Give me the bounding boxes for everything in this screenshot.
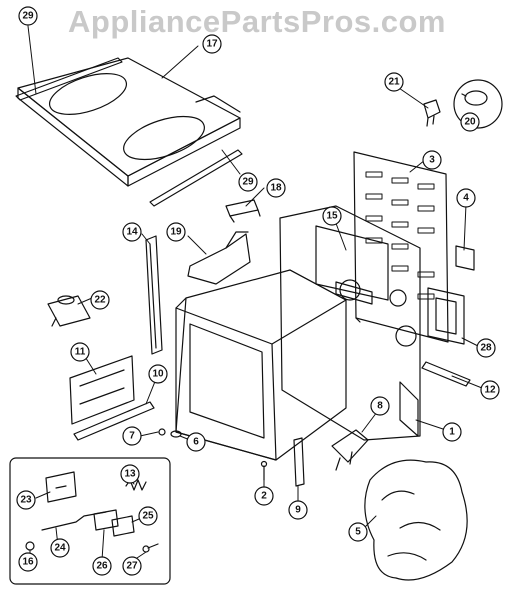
callout-21 (384, 72, 404, 92)
callout-20-label: 20 (464, 117, 476, 128)
part-18-bracket (225, 199, 261, 223)
oven-cavity (175, 269, 347, 461)
part-25-switch (111, 515, 135, 537)
callout-27-label: 27 (126, 561, 138, 572)
part-29-trim-strips (15, 57, 243, 207)
callout-7-label: 7 (129, 431, 135, 442)
callout-19-label: 19 (170, 227, 182, 238)
callout-29-top-label: 29 (22, 11, 34, 22)
part-14-side-trim (145, 235, 163, 355)
part-7-screw (158, 428, 166, 436)
callout-18 (266, 178, 286, 198)
watermark: AppliancePartsPros.com (68, 4, 446, 39)
part-11-panel (69, 355, 135, 425)
callout-29-top (18, 6, 38, 26)
callout-3-label: 3 (429, 155, 435, 166)
callout-24 (50, 538, 70, 558)
callout-28-label: 28 (480, 343, 492, 354)
part-21-thermostat (423, 99, 441, 127)
callout-27 (122, 556, 142, 576)
callout-2-label: 2 (261, 491, 267, 502)
part-3-back-panel (353, 151, 449, 343)
callout-29-bottom-label: 29 (242, 177, 254, 188)
part-22-latch (47, 295, 91, 327)
part-27-screw (142, 543, 159, 553)
callout-9-label: 9 (295, 505, 301, 516)
callout-14-label: 14 (126, 227, 138, 238)
part-19-duct (187, 231, 251, 285)
callout-4-label: 4 (463, 193, 469, 204)
callout-5 (348, 522, 368, 542)
callout-13-label: 13 (124, 469, 136, 480)
callout-26-label: 26 (96, 561, 108, 572)
callout-8-label: 8 (377, 401, 383, 412)
callout-19 (166, 222, 186, 242)
callout-22 (90, 290, 110, 310)
part-15-housing (279, 205, 421, 441)
callout-10-label: 10 (152, 369, 164, 380)
callout-5-label: 5 (355, 527, 361, 538)
callout-8 (370, 396, 390, 416)
callout-11 (70, 342, 90, 362)
callout-14 (122, 222, 142, 242)
callout-12-label: 12 (484, 385, 496, 396)
callout-17-label: 17 (206, 39, 218, 50)
callout-11-label: 11 (75, 347, 86, 358)
callout-15 (322, 206, 342, 226)
part-12-rail (421, 361, 471, 387)
part-10-rail (73, 401, 155, 441)
callout-6-label: 6 (193, 437, 199, 448)
callout-25 (138, 506, 158, 526)
part-16-nut (25, 541, 35, 551)
part-9-strip (293, 437, 305, 487)
callout-25-label: 25 (142, 511, 154, 522)
callout-16-label: 16 (22, 557, 34, 568)
part-8-hinge (331, 429, 369, 471)
callout-23-label: 23 (20, 495, 32, 506)
callout-21-label: 21 (388, 77, 400, 88)
callout-2 (254, 486, 274, 506)
callout-3 (422, 150, 442, 170)
part-17-top-tray (17, 57, 241, 187)
part-5-insulation (364, 459, 468, 581)
callout-1-label: 1 (449, 427, 455, 438)
callout-17 (202, 34, 222, 54)
part-1-side-panel (399, 381, 419, 437)
part-2-screw (260, 460, 268, 481)
part-26-plate (93, 509, 119, 531)
callout-4 (456, 188, 476, 208)
callout-18-label: 18 (270, 183, 282, 194)
callout-1 (442, 422, 462, 442)
callout-16 (18, 552, 38, 572)
part-23-bracket (45, 471, 77, 503)
callout-24-label: 24 (54, 543, 66, 554)
callout-7 (122, 426, 142, 446)
callout-12 (480, 380, 500, 400)
callout-20 (460, 112, 480, 132)
callout-9 (288, 500, 308, 520)
callout-29-bottom (238, 172, 258, 192)
callout-13 (120, 464, 140, 484)
callout-10 (148, 364, 168, 384)
callout-6 (186, 432, 206, 452)
part-6-clip (170, 430, 182, 438)
callout-28 (476, 338, 496, 358)
callout-26 (92, 556, 112, 576)
part-20-inset (453, 79, 503, 129)
callout-23 (16, 490, 36, 510)
part-4-label (455, 245, 475, 271)
part-24-rod (41, 511, 107, 531)
callout-22-label: 22 (94, 295, 106, 306)
part-28-window (427, 287, 465, 345)
leader-lines (27, 25, 483, 561)
callout-15-label: 15 (326, 211, 338, 222)
